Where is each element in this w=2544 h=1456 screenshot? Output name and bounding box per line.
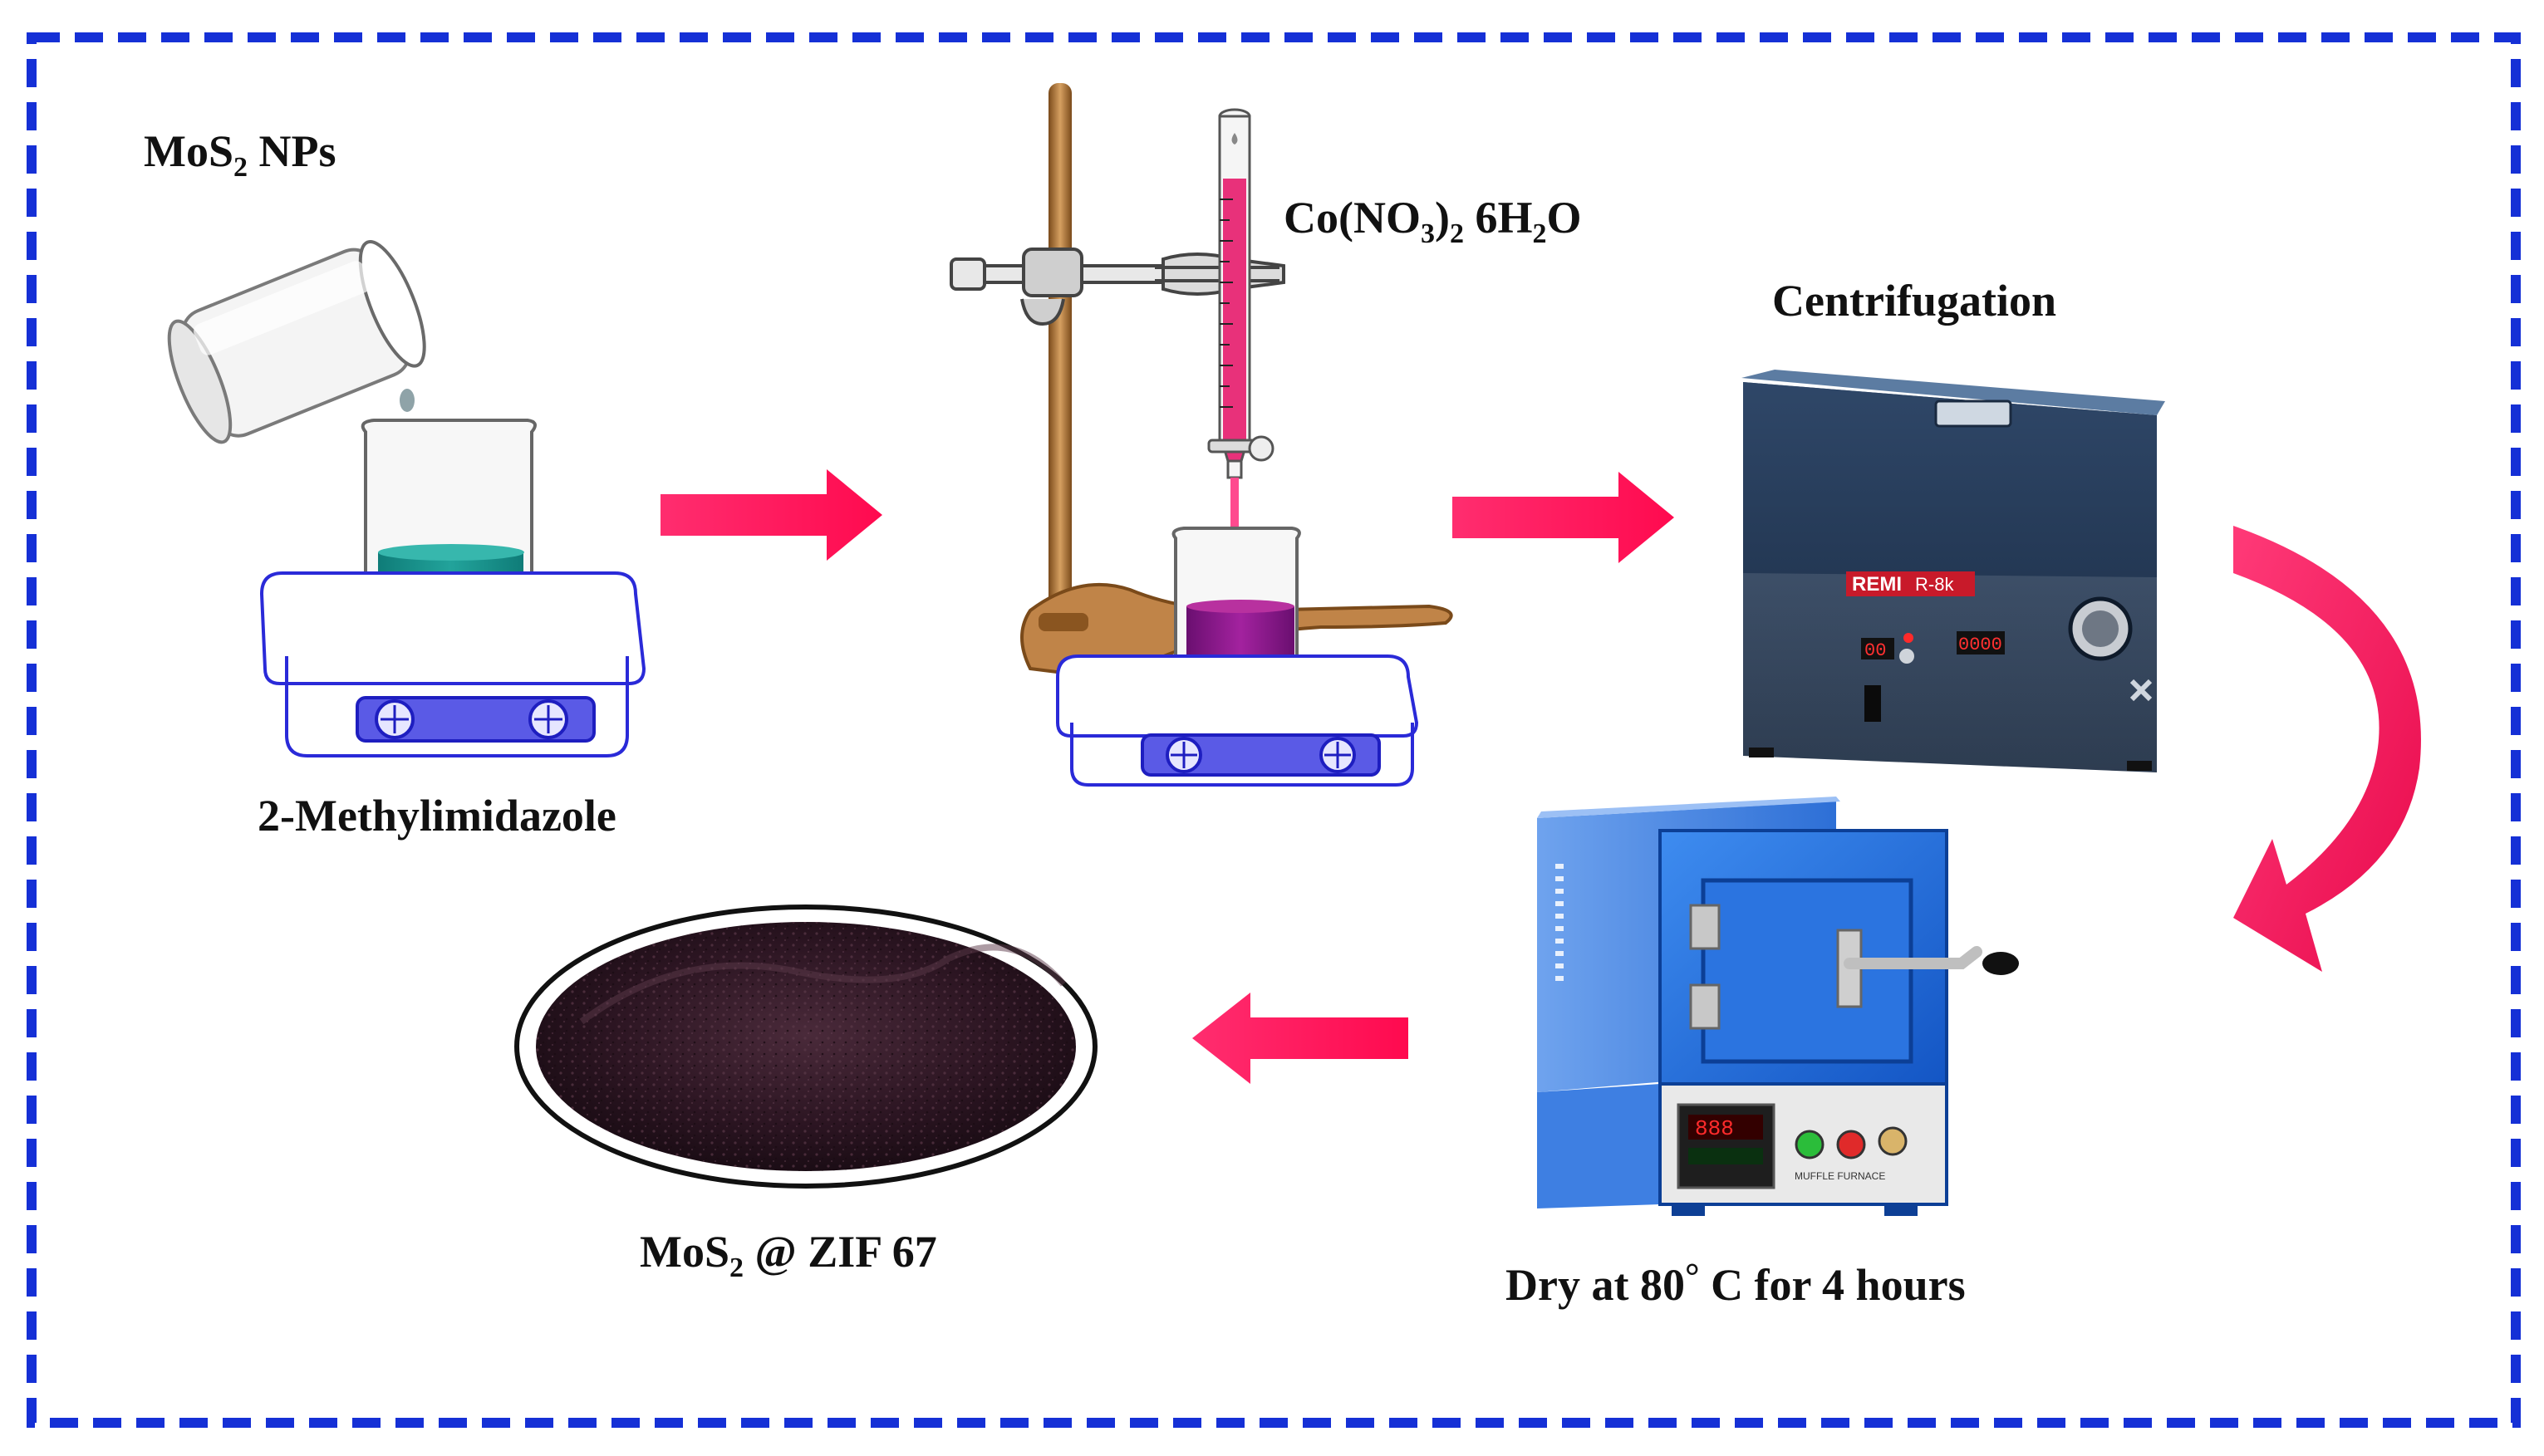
muffle-furnace-icon: 888 MUFFLE FURNACE — [1537, 797, 2019, 1216]
label-dry-step: Dry at 80° C for 4 hours — [1505, 1256, 1966, 1310]
label-mos2-nps: MoS2 NPs — [144, 126, 336, 183]
clamp-icon — [950, 248, 1285, 326]
hot-plate-2-icon — [1056, 654, 1419, 787]
centrifuge-display-right: 0000 — [1958, 635, 2002, 655]
label-centrifugation: Centrifugation — [1772, 276, 2056, 326]
dashed-border — [27, 32, 2521, 1428]
centrifuge-brand-label: REMI — [1852, 573, 1902, 596]
pouring-beaker-icon — [167, 240, 429, 444]
centrifuge-model-label: R-8k — [1915, 574, 1954, 595]
furnace-plate: MUFFLE FURNACE — [1795, 1170, 1885, 1182]
burette-icon — [1207, 108, 1274, 596]
label-2-methylimidazole: 2-Methylimidazole — [258, 791, 616, 841]
arrow-right-2 — [1452, 472, 1674, 563]
hot-plate-icon — [259, 571, 646, 757]
powder-dish-icon — [514, 904, 1098, 1189]
curved-arrow — [2233, 526, 2421, 972]
label-product: MoS2 @ ZIF 67 — [640, 1227, 937, 1283]
centrifuge-display-left: 00 — [1864, 640, 1886, 661]
centrifuge-icon: REMI R-8k 00 0000 — [1741, 370, 2165, 772]
label-cobalt-nitrate: Co(NO3)2 6H2O — [1284, 193, 1582, 249]
arrow-right-1 — [661, 469, 882, 561]
arrow-left-3 — [1192, 993, 1408, 1084]
furnace-display: 888 — [1695, 1116, 1734, 1141]
